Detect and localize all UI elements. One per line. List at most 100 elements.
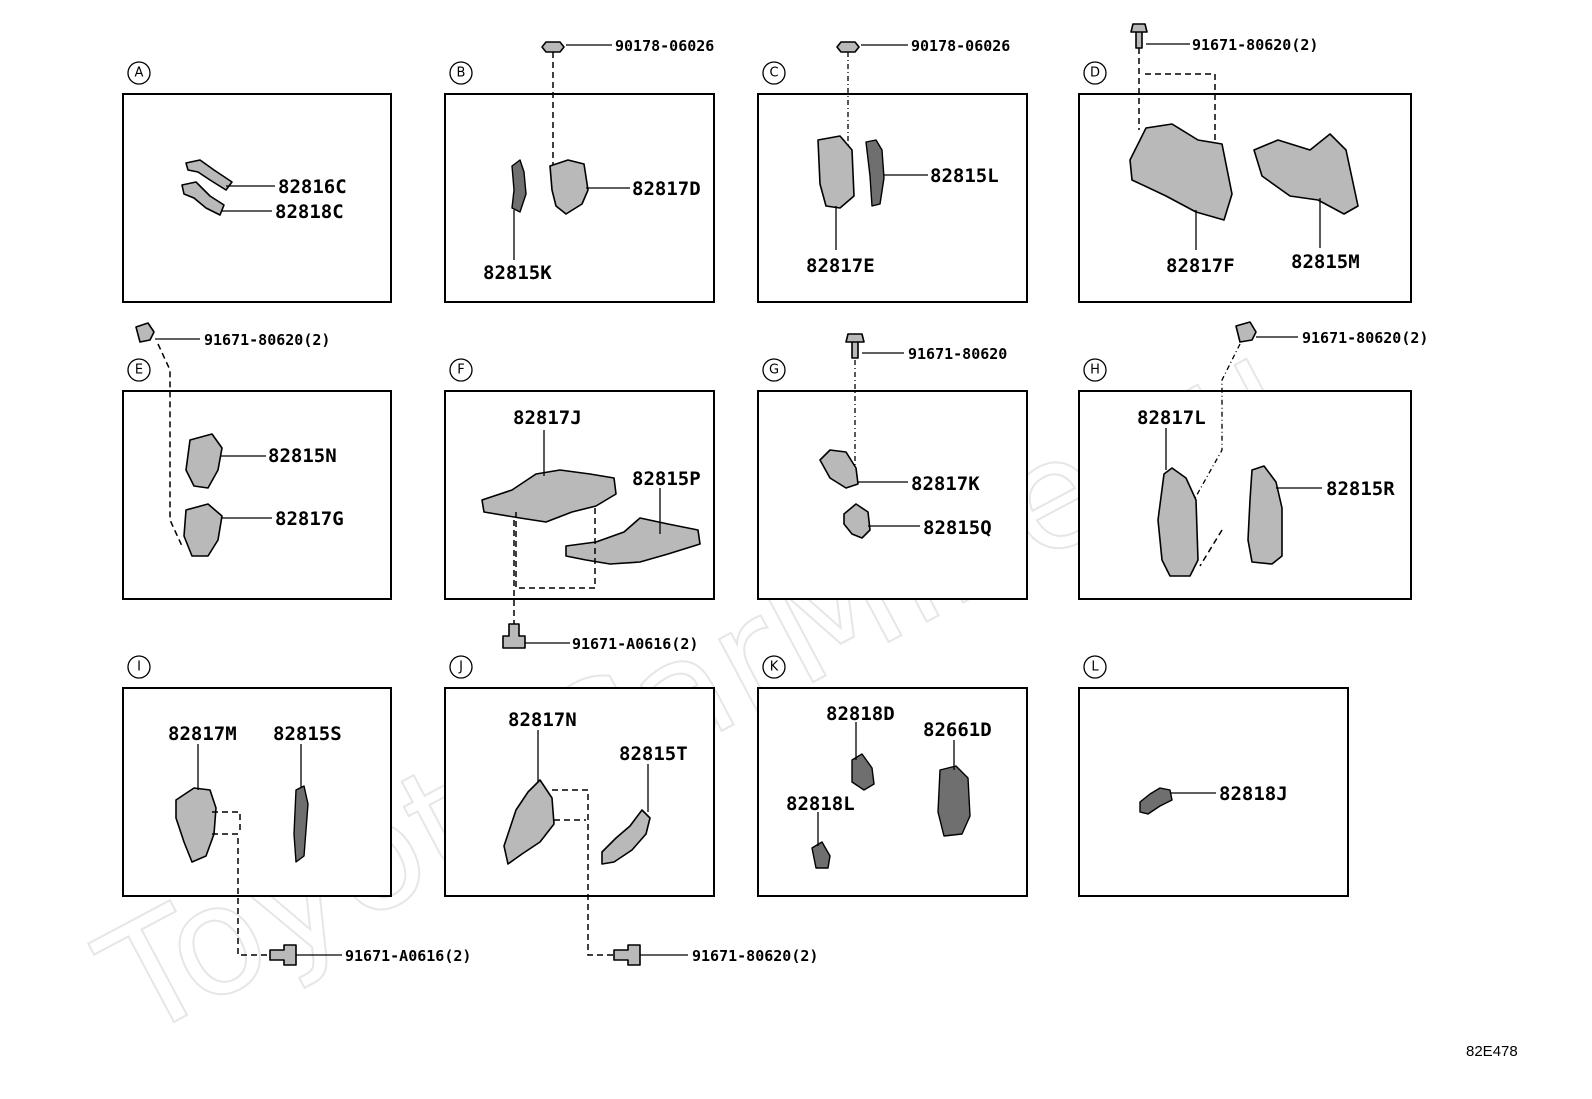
panel-e-frame — [122, 390, 392, 600]
panel-f-frame — [444, 390, 715, 600]
panel-g-frame — [757, 390, 1028, 600]
fastener-bolt-i-shape — [269, 944, 297, 966]
fastener-bolt-j-shape — [613, 944, 641, 966]
panel-k: K 82818D 82661D 82818L — [757, 655, 1028, 897]
part-82817m-label: 82817M — [168, 723, 237, 745]
panel-c-marker — [762, 61, 786, 85]
panel-b-marker — [449, 61, 473, 85]
panel-c: C 90178-06026 82815L 82817E — [757, 37, 1028, 303]
panel-a-frame — [122, 93, 392, 303]
part-82815k-shape — [511, 159, 527, 213]
part-82815p-shape — [565, 517, 701, 565]
part-82817f-label: 82817F — [1166, 255, 1235, 277]
part-82818l-label: 82818L — [786, 793, 855, 815]
panel-l-letter: L — [1091, 660, 1099, 675]
panel-h-letter: H — [1090, 363, 1100, 378]
panel-g: 91671-80620 G 82817K 82815Q — [757, 333, 1028, 600]
part-82817d-label: 82817D — [632, 178, 701, 200]
fastener-bolt-g-shape — [845, 333, 865, 359]
fastener-b-label: 90178-06026 — [615, 37, 714, 55]
panel-l-marker — [1083, 655, 1107, 679]
panel-j-frame — [444, 687, 715, 897]
part-82817j-shape — [481, 469, 617, 523]
fastener-line-i — [212, 811, 241, 832]
panel-k-marker — [762, 655, 786, 679]
panel-f-letter: F — [457, 363, 464, 378]
panel-j-marker — [449, 655, 473, 679]
part-82818l-shape — [811, 841, 831, 869]
part-82818d-shape — [851, 753, 875, 791]
part-82817n-shape — [503, 779, 555, 865]
panel-l: L 82818J — [1078, 655, 1349, 897]
fastener-line-e — [157, 343, 183, 547]
panel-g-letter: G — [769, 363, 779, 378]
part-82818d-label: 82818D — [826, 703, 895, 725]
part-82815m-label: 82815M — [1291, 251, 1360, 273]
part-82815p-label: 82815P — [632, 468, 701, 490]
panel-d: D 91671-80620(2) 82817F 82815M — [1078, 23, 1412, 303]
part-82815s-shape — [293, 785, 309, 863]
panel-h: 91671-80620(2) H 82817L 82815R — [1078, 321, 1428, 600]
part-82815n-shape — [185, 433, 223, 489]
panel-h-frame — [1078, 390, 1412, 600]
panel-d-frame — [1078, 93, 1412, 303]
part-82817j-label: 82817J — [513, 407, 582, 429]
part-82817m-shape — [175, 787, 217, 863]
fastener-nut-c-shape — [836, 41, 860, 53]
fastener-line-h2 — [1199, 529, 1223, 567]
fastener-line-d2 — [1145, 73, 1216, 150]
panel-e-marker — [127, 358, 151, 382]
part-82817e-shape — [817, 135, 855, 209]
fastener-bolt-f-shape — [502, 623, 526, 649]
panel-l-frame — [1078, 687, 1349, 897]
part-82815r-shape — [1247, 465, 1283, 565]
part-82815l-shape — [865, 139, 885, 207]
fastener-i-label: 91671-A0616(2) — [345, 947, 471, 965]
panel-f: F 82817J 82815P 91671-A0616(2) — [444, 358, 715, 653]
part-82815k-label: 82815K — [483, 262, 552, 284]
panel-e: 91671-80620(2) E 82815N 82817G — [122, 322, 392, 600]
panel-c-frame — [757, 93, 1028, 303]
panel-i-frame — [122, 687, 392, 897]
panel-k-letter: K — [770, 660, 779, 675]
part-82817k-label: 82817K — [911, 473, 980, 495]
diagram-code: 82E478 — [1466, 1043, 1518, 1060]
part-82817g-label: 82817G — [275, 508, 344, 530]
fastener-d-label: 91671-80620(2) — [1192, 36, 1318, 54]
part-82815m-shape — [1253, 133, 1359, 215]
panel-f-marker — [449, 358, 473, 382]
fastener-j-label: 91671-80620(2) — [692, 947, 818, 965]
part-82818j-shape — [1139, 787, 1173, 815]
fastener-bolt-d-shape — [1130, 23, 1148, 49]
part-82818c-label: 82818C — [275, 201, 344, 223]
part-82815t-shape — [601, 809, 651, 865]
part-82815n-label: 82815N — [268, 445, 337, 467]
part-82818j-label: 82818J — [1219, 783, 1288, 805]
part-82815r-label: 82815R — [1326, 478, 1395, 500]
part-82661d-label: 82661D — [923, 719, 992, 741]
part-82815q-label: 82815Q — [923, 517, 992, 539]
panel-j-letter: J — [458, 660, 463, 675]
panel-i-letter: I — [137, 660, 141, 675]
panel-a-letter: A — [135, 66, 144, 81]
part-82817f-shape — [1129, 123, 1233, 221]
panel-i-marker — [127, 655, 151, 679]
panel-i: I 82817M 82815S 91671-A0616(2) — [122, 655, 471, 966]
part-82661d-shape — [937, 765, 971, 837]
part-82815s-label: 82815S — [273, 723, 342, 745]
part-82815t-label: 82815T — [619, 743, 688, 765]
fastener-bolt-h-shape — [1235, 321, 1257, 343]
panel-e-letter: E — [135, 363, 143, 378]
part-82817l-shape — [1157, 467, 1199, 577]
fastener-nut-b-shape — [541, 41, 565, 53]
part-82816c-shape — [185, 159, 233, 191]
panel-d-letter: D — [1090, 66, 1100, 81]
part-82816c-label: 82816C — [278, 176, 347, 198]
panel-a: A 82816C 82818C — [122, 61, 392, 303]
fastener-line-j — [552, 789, 614, 956]
part-82817l-label: 82817L — [1137, 407, 1206, 429]
panel-b: B 90178-06026 82817D 82815K — [444, 37, 715, 303]
panel-g-marker — [762, 358, 786, 382]
panel-k-frame — [757, 687, 1028, 897]
